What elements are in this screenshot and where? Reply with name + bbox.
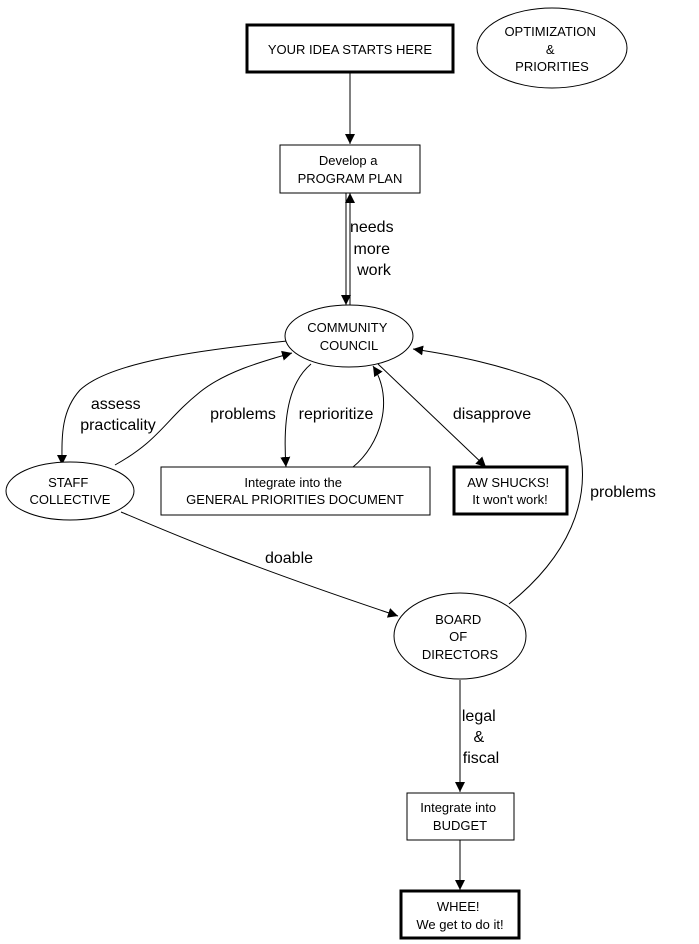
edge-council-to-shucks [377, 363, 487, 468]
node-label: OPTIMIZATION & PRIORITIES [504, 24, 599, 74]
edge-label-problems-staff: problems [210, 406, 276, 423]
node-label: Develop a PROGRAM PLAN [298, 153, 403, 186]
node-budget: Integrate into BUDGET [406, 792, 515, 841]
edge-label-needs-more-work: needs more work [350, 219, 398, 279]
node-label: WHEE! We get to do it! [416, 899, 503, 932]
node-whee: WHEE! We get to do it! [399, 889, 521, 940]
edge-label-legal-fiscal: legal & fiscal [462, 708, 500, 767]
label-line: needs [350, 219, 394, 236]
node-label: BOARD OF DIRECTORS [422, 612, 499, 662]
node-aw-shucks: AW SHUCKS! It won't work! [452, 465, 569, 516]
edge-council-to-staff [56, 340, 288, 466]
node-label: STAFF COLLECTIVE [30, 475, 111, 507]
edge-labels: needs more work assess practicality prob… [80, 219, 656, 767]
node-label: AW SHUCKS! It won't work! [467, 475, 552, 507]
label-line: practicality [80, 417, 156, 434]
label-line: work [356, 262, 392, 279]
edge-label-reprioritize: reprioritize [299, 406, 374, 423]
node-label: COMMUNITY COUNCIL [307, 320, 391, 353]
label-line: assess [91, 396, 141, 413]
edge-board-to-council [412, 345, 583, 605]
edge-council-to-priorities [280, 363, 312, 468]
edge-staff-to-council [114, 350, 293, 466]
node-board-of-directors: BOARD OF DIRECTORS [393, 592, 527, 680]
edge-label-problems-board: problems [590, 484, 656, 501]
node-optimization: OPTIMIZATION & PRIORITIES [476, 7, 628, 89]
node-label: YOUR IDEA STARTS HERE [268, 42, 433, 57]
edge-priorities-to-council [352, 365, 385, 468]
node-general-priorities: Integrate into the GENERAL PRIORITIES DO… [160, 466, 431, 516]
edges [56, 72, 583, 890]
node-start: YOUR IDEA STARTS HERE [245, 23, 455, 74]
edge-label-doable: doable [265, 550, 313, 567]
label-line: & [473, 729, 484, 746]
node-community-council: COMMUNITY COUNCIL [284, 304, 414, 368]
node-label: Integrate into the GENERAL PRIORITIES DO… [186, 475, 404, 507]
node-label: Integrate into BUDGET [420, 800, 500, 833]
node-staff-collective: STAFF COLLECTIVE [5, 461, 135, 521]
edge-label-disapprove: disapprove [453, 406, 531, 423]
edge-label-assess-practicality: assess practicality [80, 396, 156, 434]
label-line: fiscal [463, 750, 499, 767]
edge-staff-to-board [120, 511, 399, 618]
node-program-plan: Develop a PROGRAM PLAN [279, 144, 421, 194]
label-line: legal [462, 708, 496, 725]
label-line: more [354, 241, 391, 258]
